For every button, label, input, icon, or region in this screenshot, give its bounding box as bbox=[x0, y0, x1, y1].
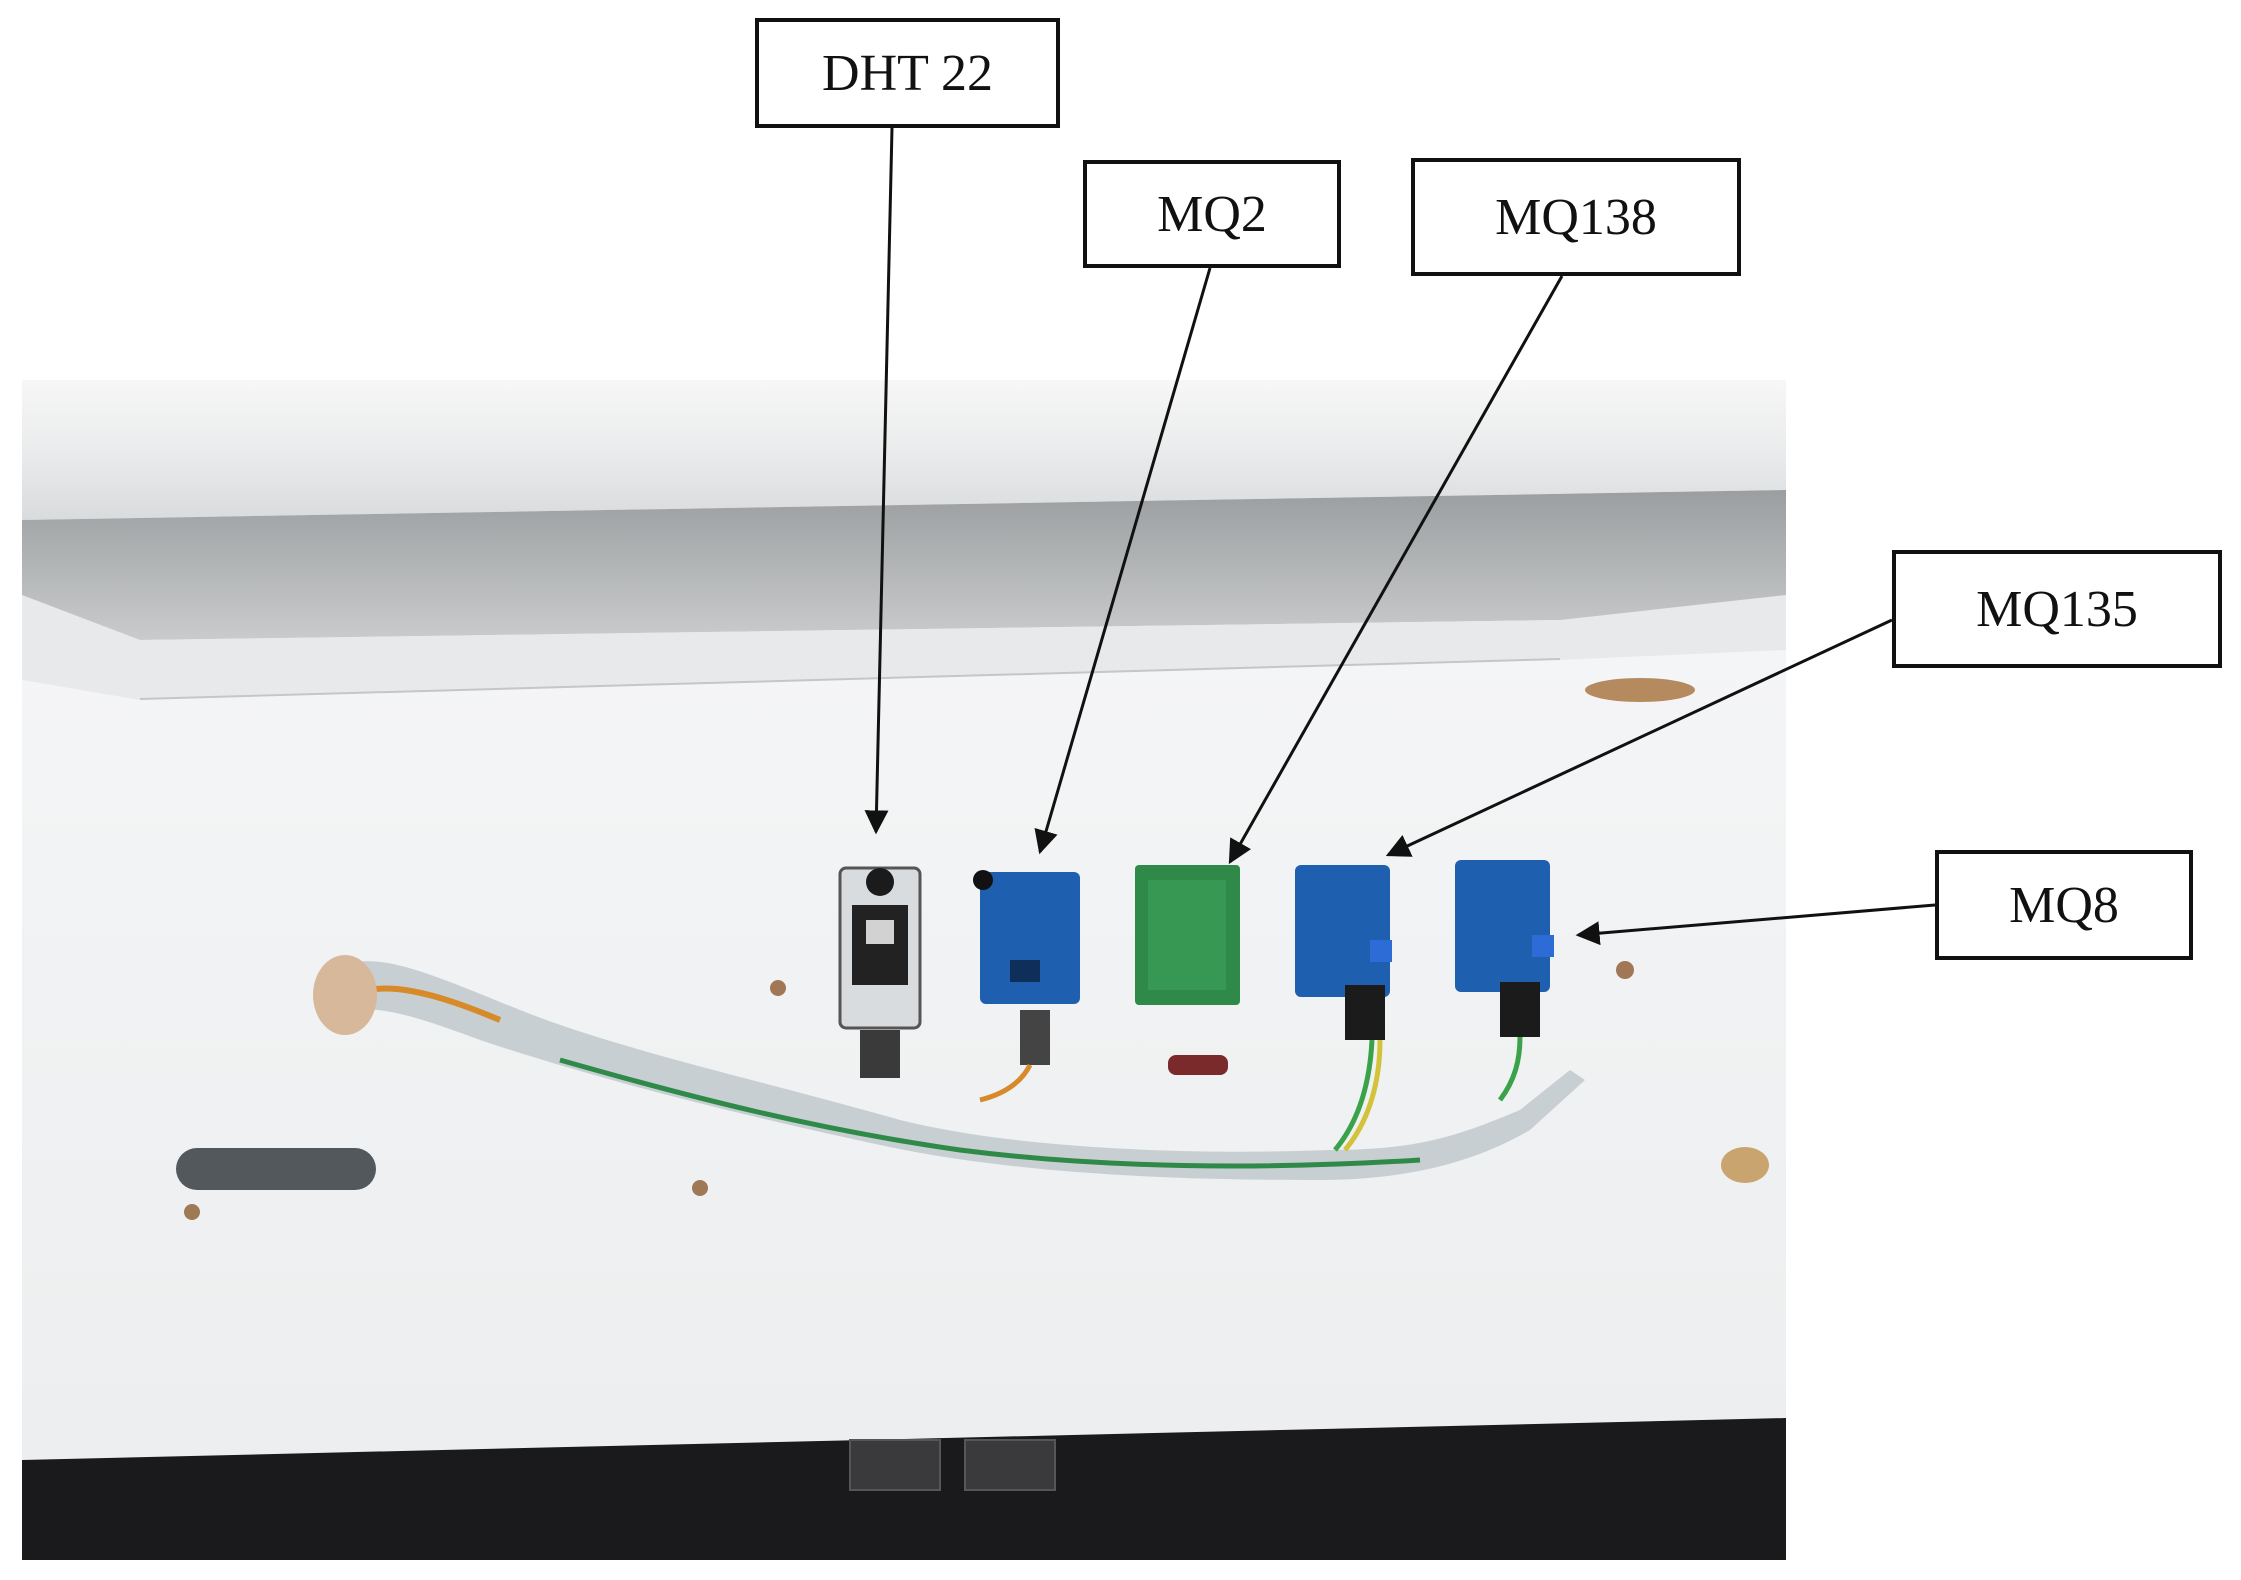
label-mq8: MQ8 bbox=[1935, 850, 2193, 960]
enclosure-lid bbox=[22, 380, 1786, 520]
rust-spot bbox=[770, 980, 786, 996]
leader-mq8 bbox=[1575, 903, 1936, 946]
label-mq2: MQ2 bbox=[1083, 160, 1341, 268]
label-mq138: MQ138 bbox=[1411, 158, 1741, 276]
leader-mq138 bbox=[1228, 275, 1564, 865]
photo bbox=[22, 380, 1786, 1560]
enclosure-floor bbox=[22, 650, 1786, 1460]
bottom-tag bbox=[964, 1439, 1056, 1491]
cable-end bbox=[313, 955, 377, 1035]
rust-spot bbox=[1585, 678, 1695, 702]
enclosure-ledge bbox=[22, 595, 1786, 700]
leader-dht22 bbox=[864, 127, 894, 835]
rust-spot bbox=[184, 1204, 200, 1220]
metal-slot bbox=[176, 1148, 376, 1190]
cable-wire-green bbox=[559, 1057, 1421, 1169]
sensor-dht22 bbox=[838, 866, 922, 1078]
rust-spot bbox=[1721, 1147, 1769, 1183]
enclosure-back-wall bbox=[22, 490, 1786, 640]
rust-spot bbox=[692, 1180, 708, 1196]
bottom-tag bbox=[849, 1439, 941, 1491]
leader-lines bbox=[864, 127, 1936, 946]
cable-sleeve bbox=[320, 961, 1585, 1180]
sensor-mq2 bbox=[973, 870, 1080, 1103]
label-mq135: MQ135 bbox=[1892, 550, 2222, 668]
leader-mq2 bbox=[1034, 267, 1212, 855]
sensor-mq135 bbox=[1295, 865, 1392, 1152]
leader-mq135 bbox=[1385, 618, 1893, 857]
rust-spot bbox=[1616, 961, 1634, 979]
sensor-mq138 bbox=[1135, 865, 1240, 1075]
sensor-mq8 bbox=[1455, 860, 1554, 1102]
label-dht22: DHT 22 bbox=[755, 18, 1060, 128]
